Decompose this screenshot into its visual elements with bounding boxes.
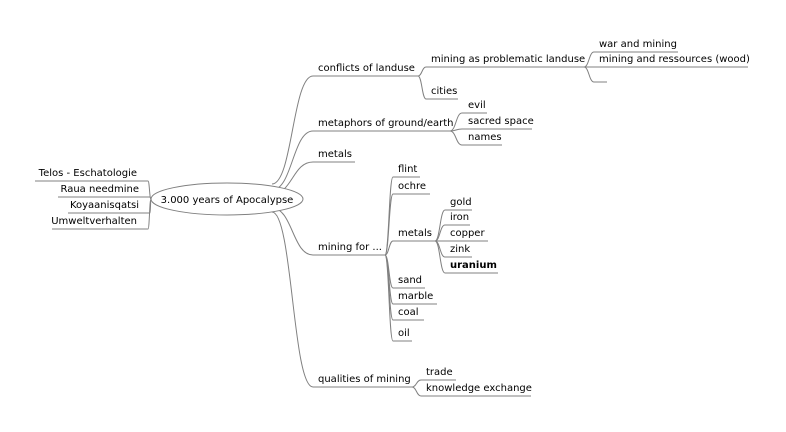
- node-label: sand: [398, 275, 422, 286]
- node-label: copper: [450, 228, 485, 239]
- node-mining-material[interactable]: sand: [393, 275, 425, 289]
- node-metals[interactable]: metals: [313, 149, 355, 163]
- connector: [417, 66, 427, 77]
- node-mining-material[interactable]: ochre: [393, 181, 430, 195]
- connector: [417, 75, 427, 100]
- node-label: gold: [450, 197, 472, 208]
- left-connector: [147, 198, 152, 230]
- node-label: qualities of mining: [318, 374, 411, 385]
- left-node[interactable]: Koyaanisqatsi: [68, 200, 150, 214]
- connector: [384, 193, 394, 256]
- node-label: metals: [318, 149, 352, 160]
- node-label: Koyaanisqatsi: [70, 200, 139, 211]
- connector: [411, 379, 422, 388]
- node-label: evil: [468, 100, 486, 111]
- connector: [583, 66, 595, 83]
- connector: [583, 51, 595, 68]
- node-label: knowledge exchange: [426, 383, 532, 394]
- node-label: sacred space: [468, 116, 534, 127]
- node-label: marble: [398, 291, 433, 302]
- node-cities[interactable]: cities: [426, 86, 458, 100]
- node-label: metaphors of ground/earth: [318, 118, 453, 129]
- node-metaphors[interactable]: metaphors of ground/earth: [313, 118, 453, 132]
- root-label: 3.000 years of Apocalypse: [161, 195, 294, 206]
- node-label: Raua needmine: [60, 184, 139, 195]
- root-connector: [271, 207, 314, 256]
- node-mining-material[interactable]: oil: [393, 328, 412, 342]
- node-label: war and mining: [599, 39, 677, 50]
- node-mining-metals[interactable]: metals: [393, 228, 435, 242]
- node-label: ochre: [398, 181, 426, 192]
- connector: [384, 240, 394, 256]
- node-metaphor-child[interactable]: names: [462, 132, 502, 146]
- node-metal[interactable]: iron: [445, 212, 470, 226]
- node-metal[interactable]: zink: [445, 244, 472, 258]
- node-metaphor-child[interactable]: evil: [462, 100, 487, 114]
- node-label: mining and ressources (wood): [599, 54, 750, 65]
- node-label: conflicts of landuse: [318, 63, 415, 74]
- node-label: uranium: [450, 260, 497, 271]
- node-metal[interactable]: copper: [445, 228, 488, 242]
- node-quality[interactable]: trade: [421, 367, 456, 381]
- node-label: metals: [398, 228, 432, 239]
- node-label: cities: [431, 86, 457, 97]
- node-metaphor-child[interactable]: sacred space: [462, 116, 534, 130]
- connector: [384, 254, 394, 342]
- left-node[interactable]: Telos - Eschatologie: [35, 168, 148, 182]
- root-connector: [271, 75, 314, 185]
- node-metal[interactable]: uranium: [445, 260, 498, 274]
- node-label: coal: [398, 307, 419, 318]
- node-label: iron: [450, 212, 469, 223]
- node-label: mining as problematic landuse: [431, 54, 585, 65]
- node-problematic-landuse[interactable]: mining as problematic landuse: [426, 54, 585, 68]
- root-connector: [271, 211, 314, 388]
- node-mining-material[interactable]: marble: [393, 291, 437, 305]
- node-label: mining for ...: [318, 242, 382, 253]
- node-metal[interactable]: gold: [445, 197, 472, 211]
- connector: [411, 386, 422, 397]
- connector: [384, 176, 394, 256]
- node-label: trade: [426, 367, 453, 378]
- node-mining-for[interactable]: mining for ...: [313, 242, 385, 256]
- left-node[interactable]: Umweltverhalten: [51, 216, 148, 230]
- node-qualities-of-mining[interactable]: qualities of mining: [313, 374, 412, 388]
- node-label: flint: [398, 164, 417, 175]
- connector: [434, 240, 446, 274]
- root-connector: [271, 130, 314, 191]
- node-conflicts-of-landuse[interactable]: conflicts of landuse: [313, 63, 418, 77]
- root-node[interactable]: [150, 182, 304, 216]
- node-label: oil: [398, 328, 410, 339]
- node-label: Umweltverhalten: [51, 216, 137, 227]
- connector: [384, 254, 394, 321]
- left-node[interactable]: Raua needmine: [58, 184, 150, 198]
- connector: [449, 130, 463, 146]
- node-mining-material[interactable]: flint: [393, 164, 420, 178]
- node-problematic-child[interactable]: war and mining: [594, 39, 678, 53]
- node-label: Telos - Eschatologie: [38, 168, 137, 179]
- node-quality[interactable]: knowledge exchange: [421, 383, 532, 397]
- node-problematic-child[interactable]: mining and ressources (wood): [594, 54, 750, 68]
- node-label: zink: [450, 244, 470, 255]
- node-label: names: [468, 132, 502, 143]
- node-mining-material[interactable]: coal: [393, 307, 424, 321]
- left-connector: [147, 180, 152, 200]
